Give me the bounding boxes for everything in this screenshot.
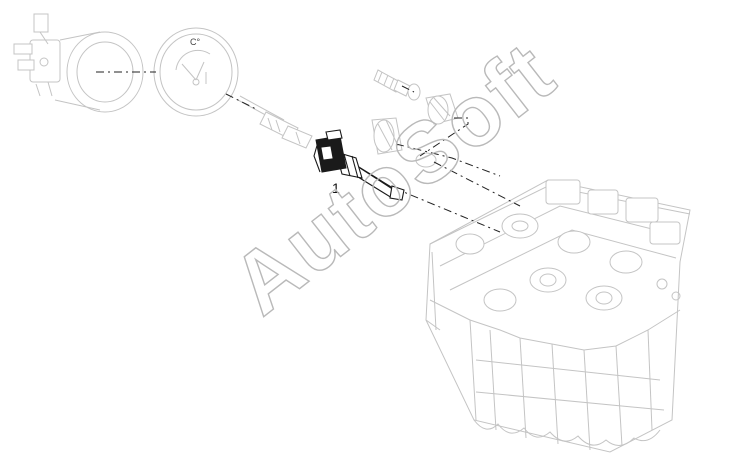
callout-1: 1 xyxy=(332,180,340,196)
temperature-sender-part-1: 1 xyxy=(313,129,405,201)
cylinder-head xyxy=(425,179,691,453)
drain-plug-and-washer xyxy=(373,69,421,101)
sealing-sleeve xyxy=(371,117,437,168)
gauge-unit-label: C° xyxy=(190,37,200,47)
gauge-rear-housing xyxy=(13,13,144,113)
wire-harness xyxy=(237,95,313,149)
assembly-leader-lines xyxy=(96,71,521,233)
temperature-gauge-face: C° xyxy=(153,27,239,117)
